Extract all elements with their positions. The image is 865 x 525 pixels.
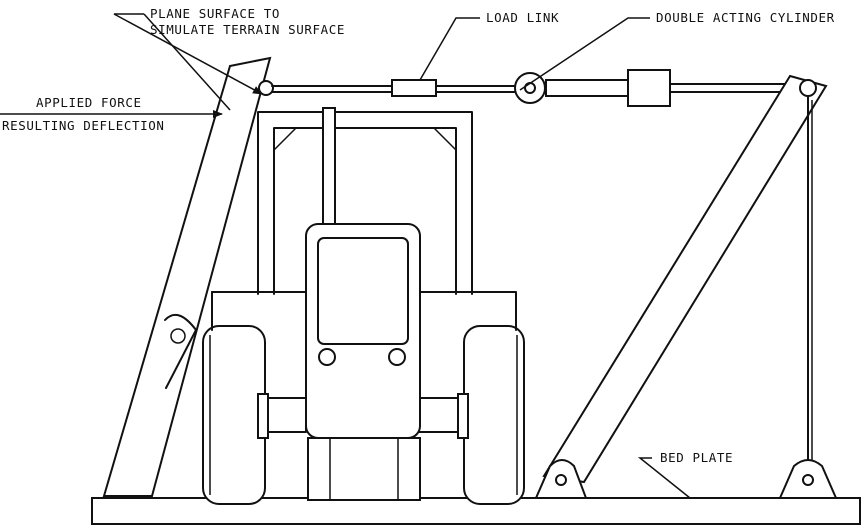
left-anchor-bracket [534, 459, 588, 499]
center-post [322, 107, 336, 229]
right-anchor-bracket [778, 459, 838, 499]
right-diagonal-strut [542, 74, 828, 484]
double-acting-cylinder-label: DOUBLE ACTING CYLINDER [656, 10, 835, 25]
applied-force-label: APPLIED FORCE [36, 95, 142, 110]
double-acting-cylinder [545, 69, 801, 107]
rops-frame [257, 111, 473, 295]
tractor-cab [305, 223, 421, 439]
right-rear-wheel [463, 325, 525, 505]
leader-lines [0, 13, 691, 499]
resulting-deflection-label: RESULTING DEFLECTION [2, 118, 165, 133]
load-link-rod [271, 79, 521, 97]
clevis-eye [514, 72, 546, 104]
load-link-label: LOAD LINK [486, 10, 559, 25]
plane-surface-label-line2: SIMULATE TERRAIN SURFACE [150, 22, 345, 37]
bed-plate-label: BED PLATE [660, 450, 733, 465]
plane-surface-label-line1: PLANE SURFACE TO [150, 6, 280, 21]
vertical-chain [807, 95, 813, 481]
tractor-lower-housing [307, 437, 421, 501]
left-rear-wheel [202, 325, 266, 505]
